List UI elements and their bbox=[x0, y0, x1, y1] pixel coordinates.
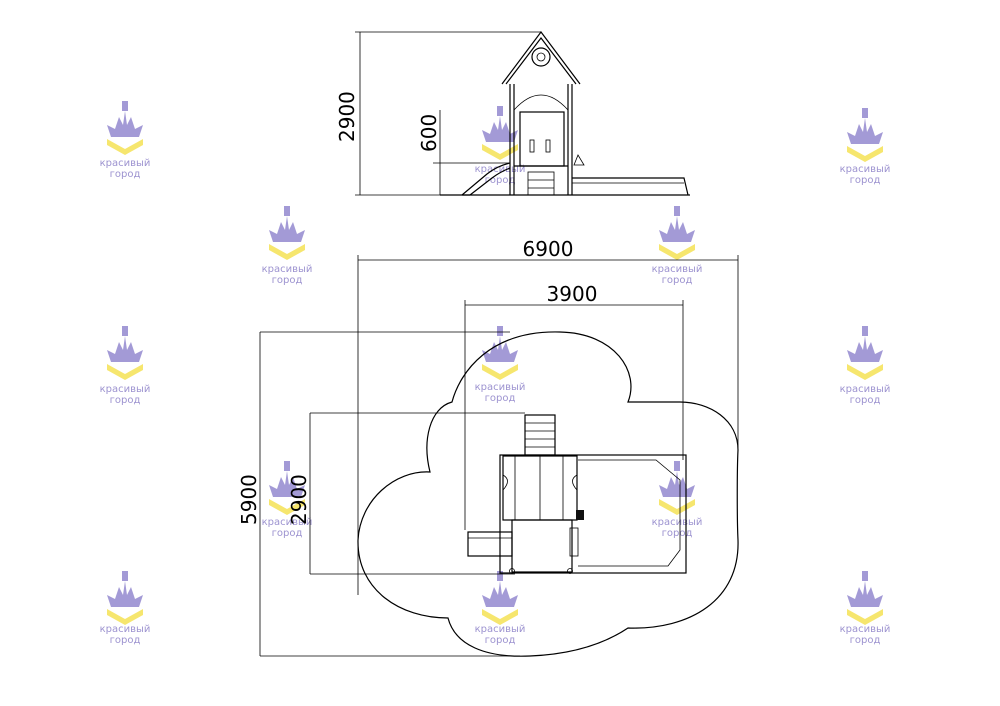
svg-text:красивый: красивый bbox=[475, 164, 526, 175]
height-dimension-600: 600 bbox=[417, 110, 510, 195]
svg-text:город: город bbox=[272, 528, 303, 539]
sandbox-elevation bbox=[572, 154, 689, 196]
svg-text:красивый: красивый bbox=[652, 264, 703, 275]
watermark: красивый город bbox=[840, 108, 891, 186]
watermark: красивый город bbox=[840, 571, 891, 646]
svg-text:красивый: красивый bbox=[840, 624, 891, 635]
svg-text:город: город bbox=[110, 395, 141, 406]
play-structure-plan bbox=[467, 414, 687, 574]
watermark: красивый город bbox=[652, 461, 703, 539]
svg-text:город: город bbox=[485, 393, 516, 404]
depth-dimension-5900: 5900 bbox=[237, 331, 520, 657]
svg-text:город: город bbox=[850, 395, 881, 406]
watermark: красивый город bbox=[100, 571, 151, 646]
svg-text:красивый: красивый bbox=[840, 384, 891, 395]
watermark: красивый город bbox=[262, 461, 313, 539]
svg-text:красивый: красивый bbox=[840, 164, 891, 175]
dim-label-5900: 5900 bbox=[237, 474, 261, 525]
svg-text:красивый: красивый bbox=[262, 264, 313, 275]
watermark: красивый город bbox=[840, 326, 891, 406]
watermark-layer: красивый город красивый город красивый г… bbox=[100, 101, 891, 646]
svg-text:город: город bbox=[662, 528, 693, 539]
svg-text:город: город bbox=[850, 635, 881, 646]
depth-dimension-2900: 2900 bbox=[287, 412, 525, 575]
dim-label-600: 600 bbox=[417, 114, 441, 152]
svg-text:красивый: красивый bbox=[652, 517, 703, 528]
watermark: красивый город bbox=[475, 571, 526, 646]
dim-label-2900-elevation: 2900 bbox=[335, 91, 359, 142]
watermark: красивый город bbox=[262, 206, 313, 286]
svg-text:красивый: красивый bbox=[100, 384, 151, 395]
front-elevation: 2900 600 bbox=[335, 31, 690, 196]
svg-text:красивый: красивый bbox=[100, 158, 151, 169]
svg-text:город: город bbox=[110, 169, 141, 180]
svg-text:красивый: красивый bbox=[100, 624, 151, 635]
svg-text:город: город bbox=[485, 175, 516, 186]
svg-text:город: город bbox=[850, 175, 881, 186]
svg-text:красивый: красивый bbox=[262, 517, 313, 528]
height-dimension-2900: 2900 bbox=[335, 31, 541, 196]
watermark: красивый город bbox=[652, 206, 703, 286]
safety-zone-outline bbox=[357, 331, 739, 657]
svg-text:город: город bbox=[662, 275, 693, 286]
slide-elevation bbox=[461, 162, 511, 196]
svg-text:красивый: красивый bbox=[475, 382, 526, 393]
watermark: красивый город bbox=[100, 101, 151, 180]
dim-label-3900: 3900 bbox=[547, 282, 598, 306]
dim-label-6900: 6900 bbox=[523, 237, 574, 261]
watermark: красивый город bbox=[475, 326, 526, 404]
watermark: красивый город bbox=[100, 326, 151, 406]
tower-elevation bbox=[501, 31, 581, 196]
svg-text:город: город bbox=[272, 275, 303, 286]
dim-label-2900-plan: 2900 bbox=[287, 474, 311, 525]
width-dimension-3900: 3900 bbox=[464, 282, 684, 530]
svg-text:город: город bbox=[485, 635, 516, 646]
plan-view: 6900 3900 5900 2900 bbox=[237, 237, 739, 657]
svg-text:красивый: красивый bbox=[475, 624, 526, 635]
watermark: красивый город bbox=[475, 106, 526, 186]
svg-text:город: город bbox=[110, 635, 141, 646]
